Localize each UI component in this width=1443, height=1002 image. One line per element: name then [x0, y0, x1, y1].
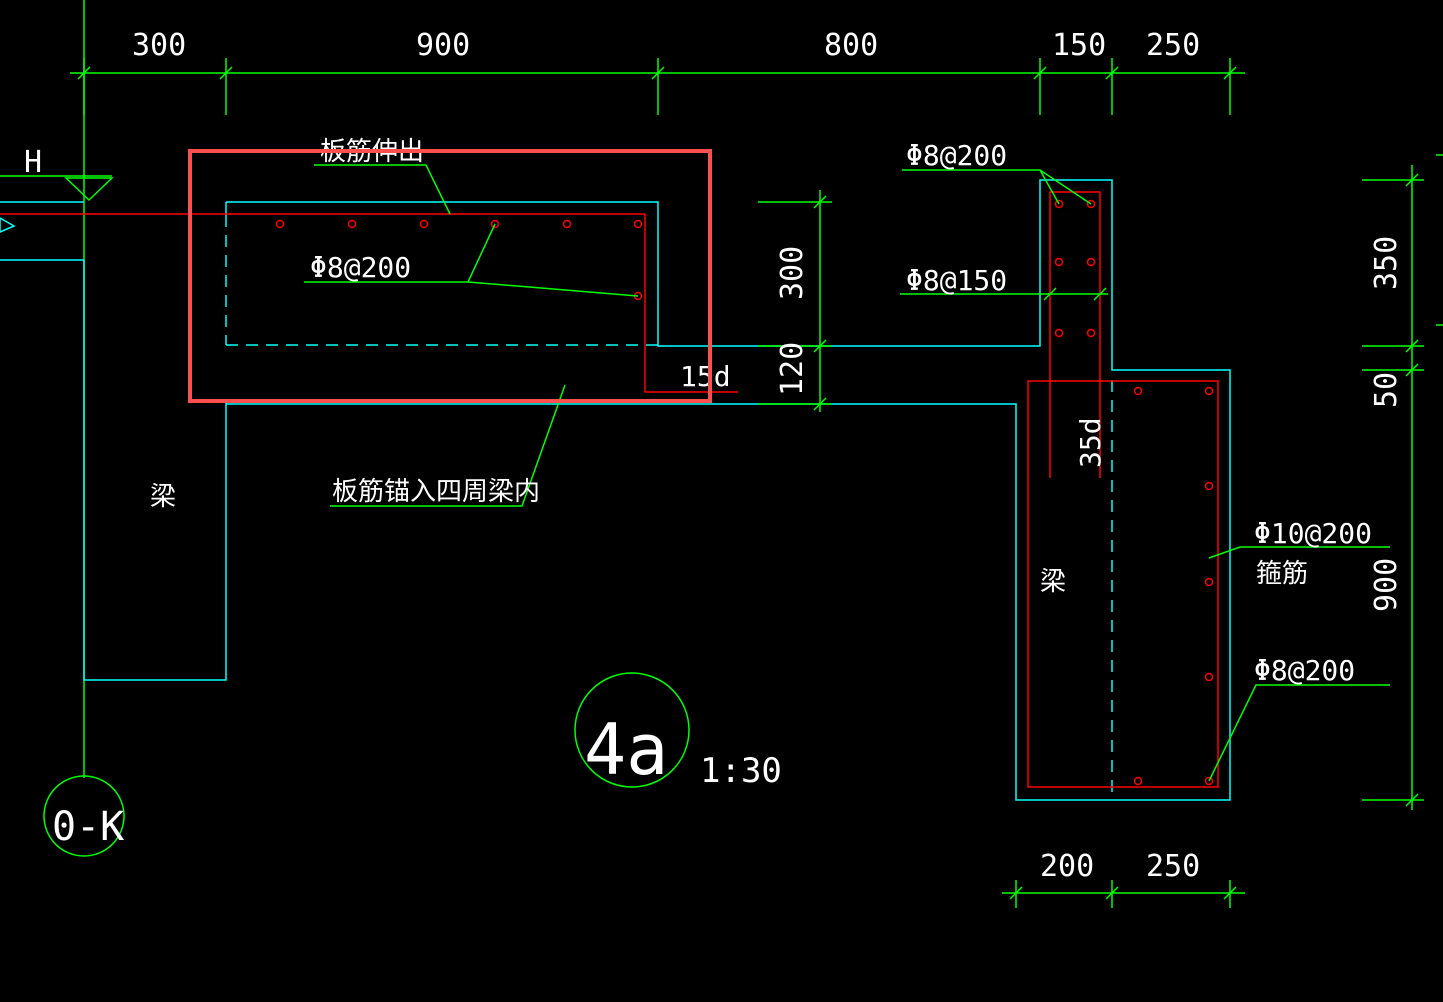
slab-rebar-spacing-label: Φ8@200	[310, 251, 411, 284]
top-dimension-chain	[70, 58, 1245, 115]
beam-stirrup-label: 箍筋	[1256, 559, 1308, 589]
slab-outline	[225, 179, 1231, 801]
slab-leaders	[304, 164, 639, 507]
anchor-15d-label: 15d	[680, 360, 731, 393]
top-dim-800: 800	[824, 28, 878, 63]
top-dim-900: 900	[416, 28, 470, 63]
left-beam-label: 梁	[150, 482, 176, 512]
top-dim-150: 150	[1052, 28, 1106, 63]
left-beam-outline	[0, 201, 227, 681]
beam-rebar-cage	[1027, 380, 1219, 788]
right-dim-900: 900	[1369, 558, 1404, 612]
detail-mark-circle	[574, 672, 690, 788]
slab-rebar	[0, 213, 738, 393]
beam-side-rebar-label: Φ8@200	[1254, 654, 1355, 687]
upstand-rebar	[1049, 191, 1101, 478]
axis-mark-label: 0-K	[52, 804, 124, 850]
mid-dim-120: 120	[775, 342, 810, 396]
beam-stirrup-spacing-label: Φ10@200	[1254, 517, 1372, 550]
bottom-dim-250: 250	[1146, 849, 1200, 884]
right-dim-350: 350	[1369, 236, 1404, 290]
right-beam-label: 梁	[1040, 567, 1066, 597]
detail-mark-scale: 1:30	[700, 751, 782, 791]
mid-dim-300: 300	[775, 246, 810, 300]
middle-vertical-dimensions	[758, 190, 832, 412]
top-dim-250: 250	[1146, 28, 1200, 63]
detail-mark-number: 4a	[584, 709, 668, 791]
top-dim-300: 300	[132, 28, 186, 63]
highlight-box	[188, 149, 712, 403]
level-mark-h: H	[24, 145, 42, 180]
slab-rebar-anchor-label: 板筋锚入四周梁内	[332, 477, 540, 507]
upstand-leaders	[900, 169, 1390, 782]
anchor-35d-label: 35d	[1074, 417, 1107, 468]
axis-mark-circle	[43, 775, 125, 857]
bottom-dimension-chain	[1002, 880, 1245, 908]
left-axis-line	[0, 0, 114, 778]
upstand-top-rebar-label: Φ8@200	[906, 139, 1007, 172]
upstand-stirrup-label: Φ8@150	[906, 264, 1007, 297]
bottom-dim-200: 200	[1040, 849, 1094, 884]
right-vertical-dimensions	[1362, 154, 1443, 810]
right-dim-50: 50	[1369, 372, 1404, 408]
